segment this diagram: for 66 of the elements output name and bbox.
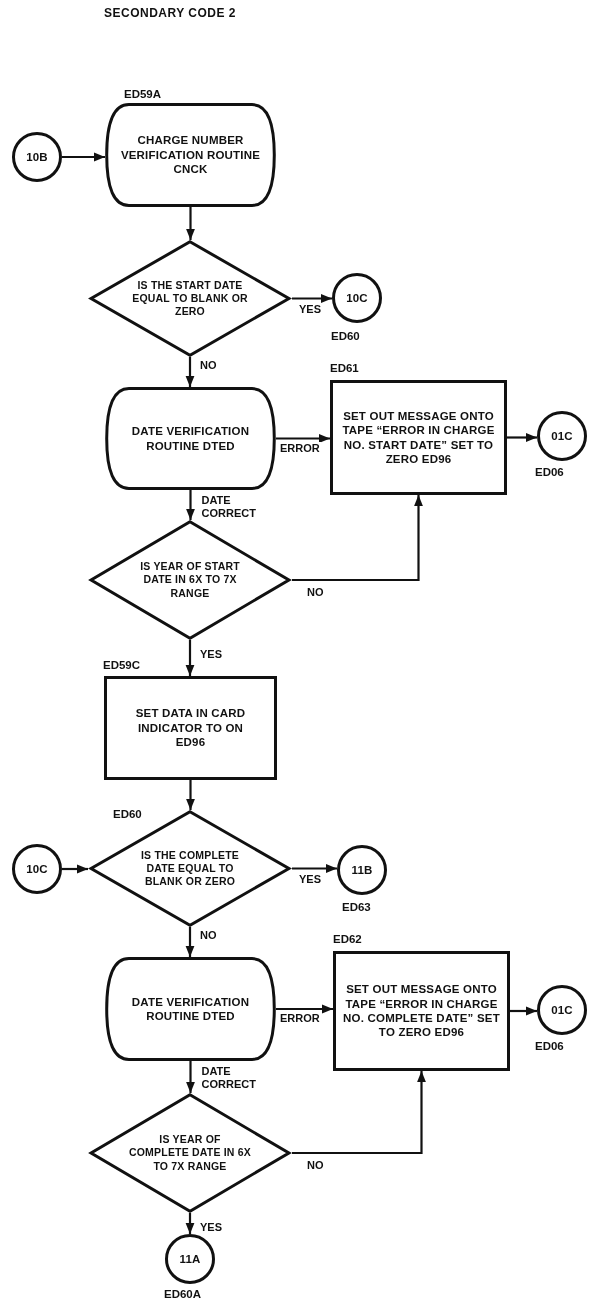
terminal-shape bbox=[105, 387, 276, 490]
process-box bbox=[333, 951, 510, 1071]
reference-code: ED60A bbox=[164, 1288, 202, 1300]
arrow bbox=[185, 927, 195, 957]
connector-circle bbox=[165, 1234, 215, 1284]
node-text: 01C bbox=[551, 1002, 573, 1018]
node-text: 10C bbox=[26, 861, 48, 877]
arrow bbox=[186, 490, 195, 520]
diagram-title: SECONDARY CODE 2 bbox=[104, 6, 237, 20]
terminal-shape bbox=[105, 103, 276, 207]
reference-code: ED61 bbox=[330, 362, 359, 374]
arrow bbox=[185, 640, 195, 676]
node-text: SET OUT MESSAGE ONTO TAPE “ERROR IN CHARGE NO. COMPLETE DATE” SET TO ZERO ED96 bbox=[342, 982, 501, 1040]
terminal-shape bbox=[105, 957, 276, 1061]
arrow bbox=[292, 294, 332, 303]
decision-diamond bbox=[88, 810, 292, 927]
process-box bbox=[104, 676, 277, 780]
arrow bbox=[292, 1071, 426, 1155]
node-text: 01C bbox=[551, 428, 573, 444]
arrow bbox=[185, 357, 195, 387]
node-text: IS YEAR OF COMPLETE DATE IN 6X TO 7X RANGE bbox=[128, 1133, 252, 1173]
node-text: SET OUT MESSAGE ONTO TAPE “ERROR IN CHARGE NO. START DATE” SET TO ZERO ED96 bbox=[341, 408, 496, 467]
node-text: 11B bbox=[351, 862, 373, 878]
reference-code: ED60 bbox=[113, 808, 142, 820]
node-text: DATE VERIFICATION ROUTINE DTED bbox=[130, 424, 251, 453]
decision-diamond bbox=[88, 520, 292, 640]
node-text: 10B bbox=[26, 149, 48, 165]
edge-label: ERROR bbox=[279, 441, 321, 455]
arrow bbox=[292, 495, 423, 582]
node-text: 11A bbox=[179, 1251, 201, 1267]
arrow bbox=[186, 207, 195, 240]
node-text: IS THE START DATE EQUAL TO BLANK OR ZERO bbox=[131, 278, 249, 319]
connector-circle bbox=[537, 985, 587, 1035]
decision-diamond bbox=[88, 240, 292, 357]
node-text: DATE VERIFICATION ROUTINE DTED bbox=[130, 994, 251, 1024]
connector-circle bbox=[332, 273, 382, 323]
reference-code: ED59A bbox=[124, 88, 162, 100]
connector-circle bbox=[337, 845, 387, 895]
arrow bbox=[507, 433, 537, 442]
node-text: IS THE COMPLETE DATE EQUAL TO BLANK OR ZERO bbox=[139, 848, 241, 889]
node-text: SET DATA IN CARD INDICATOR TO ON ED96 bbox=[134, 706, 247, 750]
reference-code: ED06 bbox=[535, 1040, 564, 1052]
decision-diamond bbox=[88, 1093, 292, 1213]
arrow bbox=[185, 1213, 195, 1234]
edge-label: YES bbox=[298, 302, 322, 316]
arrow bbox=[186, 1061, 195, 1093]
reference-code: ED59C bbox=[103, 659, 141, 671]
process-box bbox=[330, 380, 507, 495]
reference-code: ED63 bbox=[342, 901, 371, 913]
node-text: IS YEAR OF START DATE IN 6X TO 7X RANGE bbox=[139, 560, 241, 600]
node-text: CHARGE NUMBER VERIFICATION ROUTINE CNCK bbox=[119, 133, 262, 177]
arrow bbox=[292, 864, 337, 873]
edge-label: YES bbox=[298, 872, 322, 886]
arrow bbox=[510, 1006, 537, 1016]
connector-circle bbox=[12, 844, 62, 894]
arrow bbox=[276, 1004, 333, 1014]
reference-code: ED06 bbox=[535, 466, 564, 478]
reference-code: ED62 bbox=[333, 933, 362, 945]
connector-circle bbox=[12, 132, 62, 182]
reference-code: ED60 bbox=[331, 330, 360, 342]
node-text: 10C bbox=[346, 290, 368, 306]
arrow bbox=[276, 434, 330, 443]
connector-circle bbox=[537, 411, 587, 461]
arrow bbox=[62, 864, 88, 874]
arrow bbox=[62, 152, 105, 162]
arrow bbox=[186, 780, 195, 810]
